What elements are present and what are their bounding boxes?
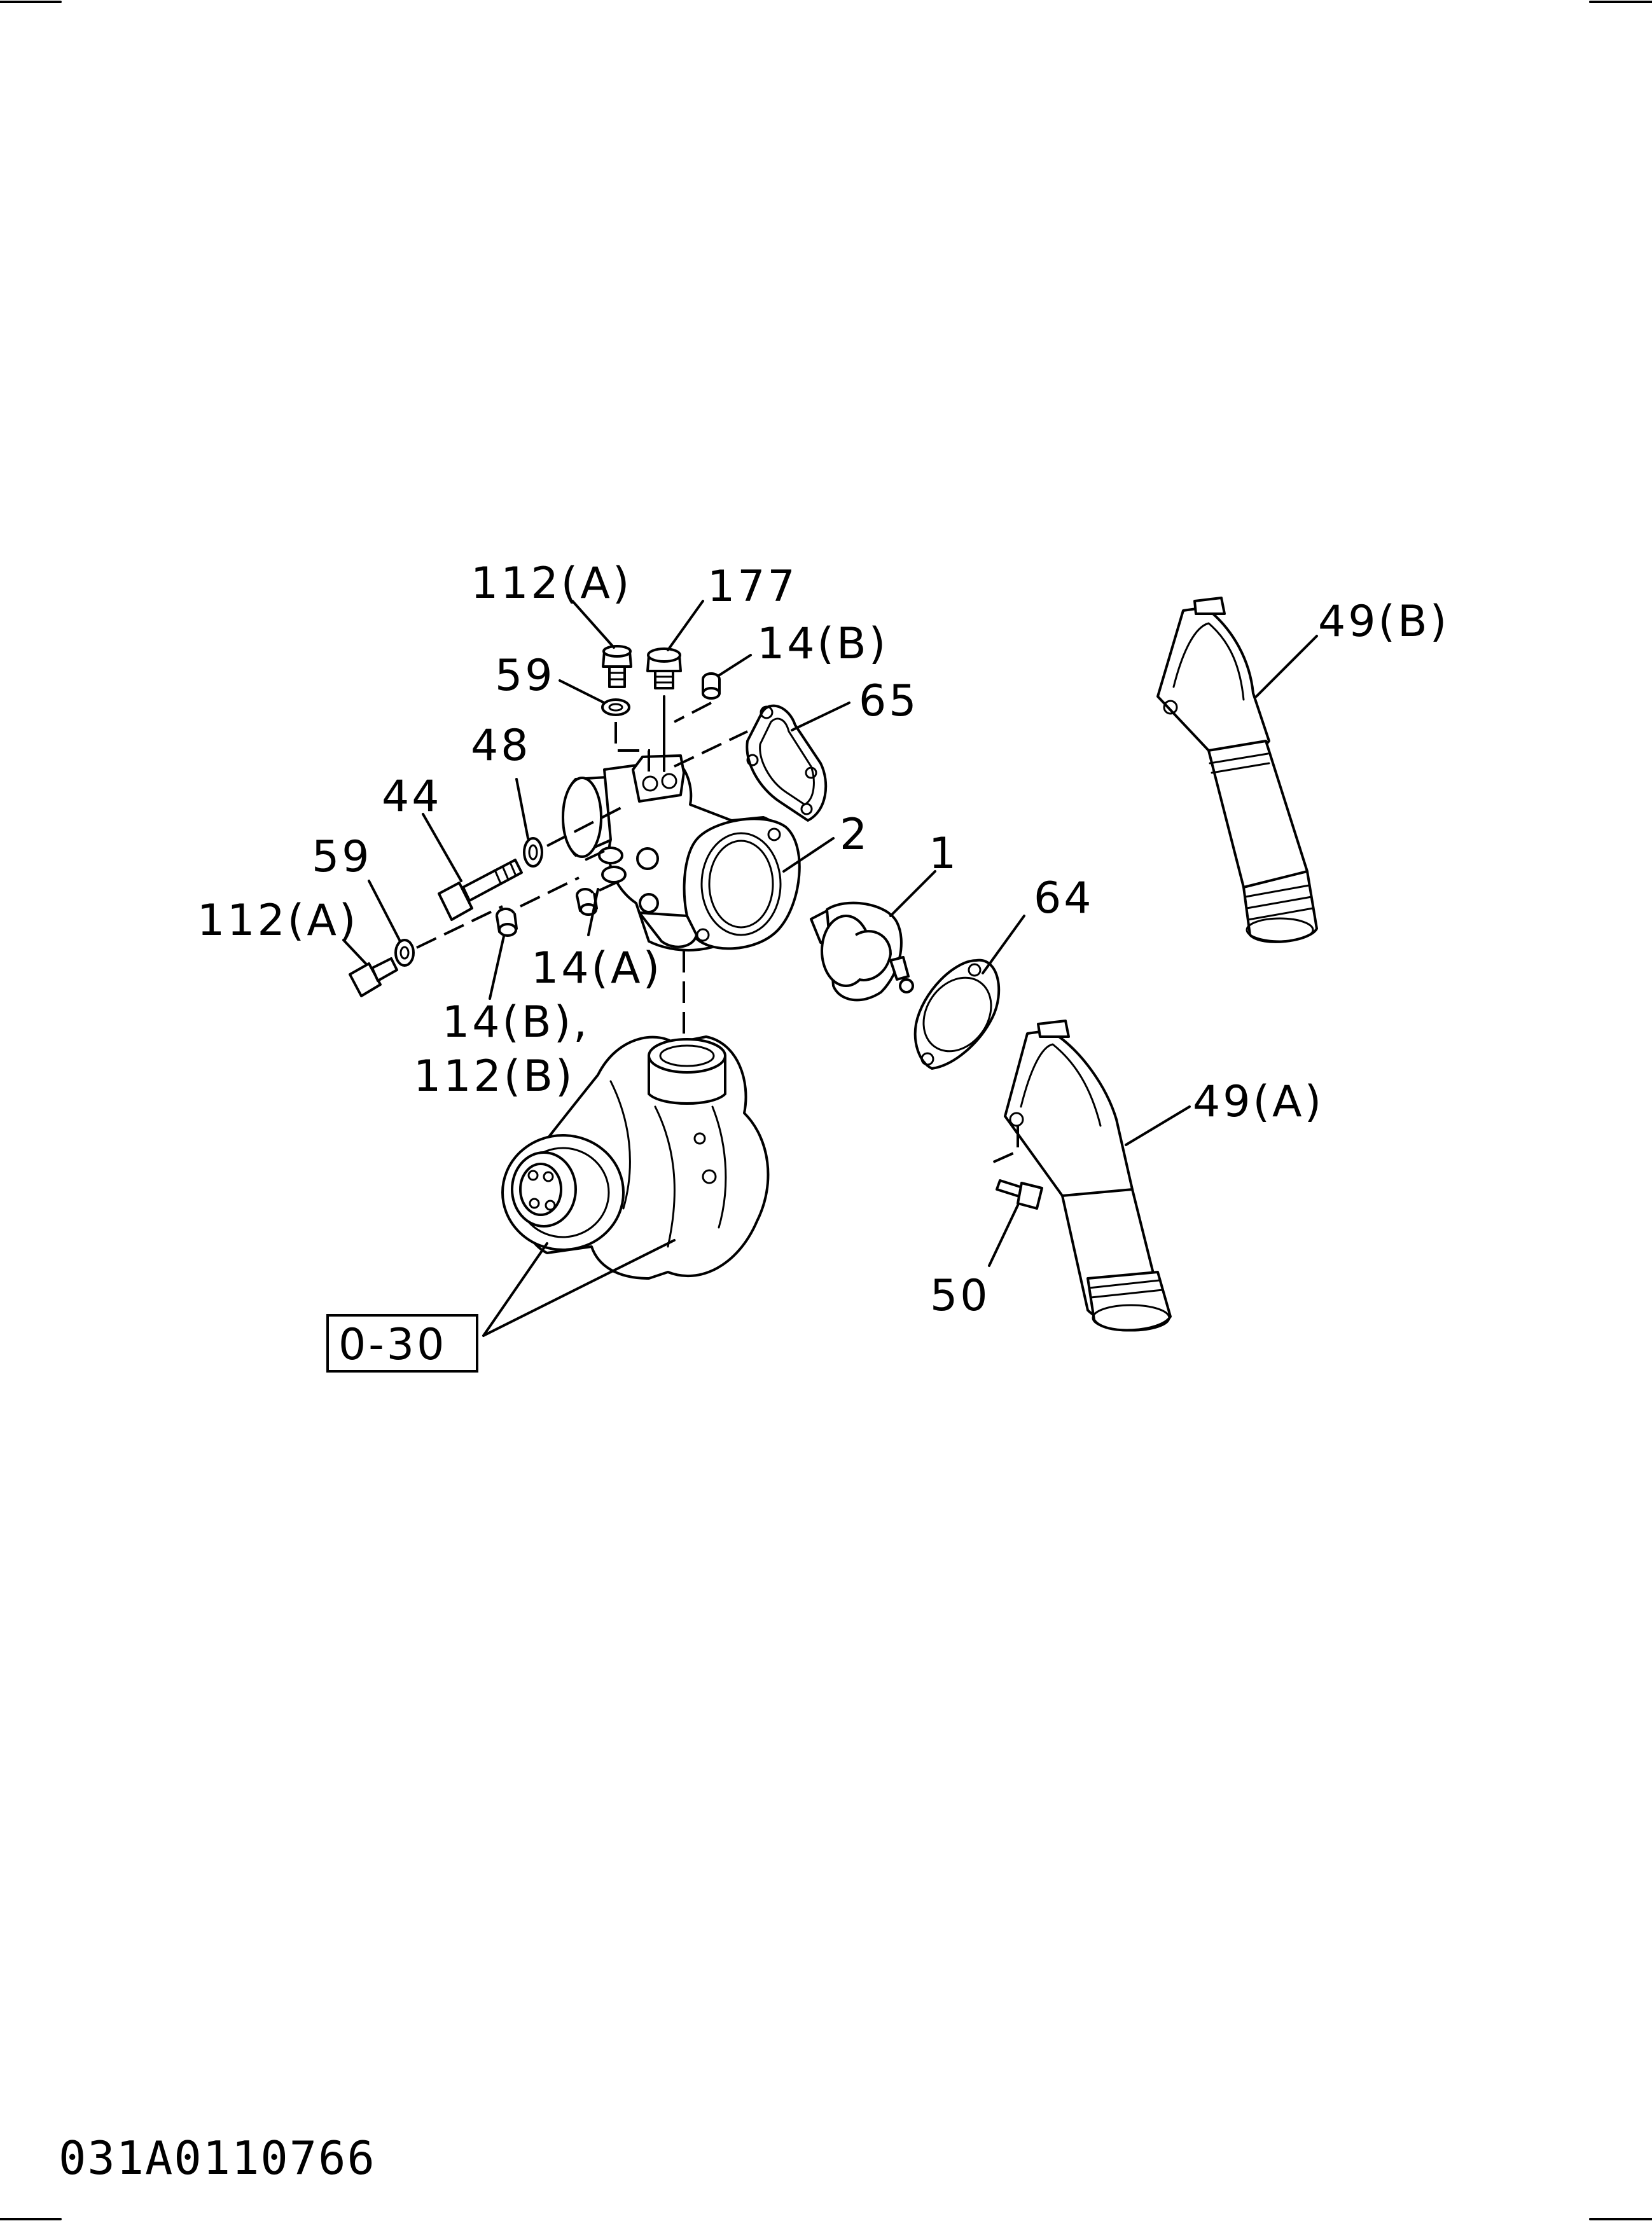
- drawing-code: 031A0110766: [59, 2131, 376, 2185]
- plug-14b-top: [702, 672, 721, 700]
- hose-49b: [1156, 597, 1318, 943]
- leader-59-left: [368, 880, 401, 941]
- leader-49b: [1255, 635, 1318, 698]
- washer-59-left: [394, 939, 415, 967]
- label-64: 64: [1034, 873, 1094, 924]
- plug-14b-lower: [496, 908, 518, 937]
- label-65: 65: [859, 676, 919, 726]
- leader-49a: [1125, 1105, 1191, 1146]
- bolt-44: [438, 859, 523, 921]
- water-pump: [501, 1035, 770, 1280]
- leader-59-top: [559, 679, 606, 704]
- thermostat-housing: [562, 754, 801, 951]
- leader-14b-lower: [489, 935, 505, 1000]
- label-177: 177: [707, 562, 798, 612]
- leader-64: [982, 915, 1025, 974]
- label-2: 2: [840, 810, 870, 860]
- hose-49a: [1004, 1020, 1172, 1332]
- leader-65: [791, 702, 850, 731]
- leader-2: [782, 837, 835, 873]
- label-112a-top: 112(A): [471, 558, 632, 609]
- washer-48: [523, 837, 543, 868]
- leader-1: [889, 870, 936, 917]
- leader-14a: [587, 888, 599, 936]
- leader-50: [988, 1204, 1019, 1267]
- bolt-112a-top: [602, 645, 632, 688]
- ref-box-frame: [326, 1314, 478, 1373]
- label-1: 1: [929, 829, 959, 879]
- label-14b-top: 14(B): [757, 619, 888, 669]
- plug-177: [646, 647, 682, 689]
- label-112a-left: 112(A): [197, 896, 358, 946]
- label-14a: 14(A): [531, 943, 662, 993]
- leader-44: [422, 813, 462, 882]
- leader-177: [667, 600, 704, 651]
- washer-59-top: [601, 698, 630, 716]
- ref-box-label: 0-30: [338, 1320, 447, 1370]
- label-50: 50: [930, 1271, 990, 1321]
- leader-112a-left: [342, 939, 367, 965]
- label-59-top: 59: [495, 651, 555, 701]
- leader-14b-top: [718, 654, 752, 677]
- thermostat: [810, 901, 914, 1002]
- label-49b: 49(B): [1318, 597, 1449, 647]
- gasket-64: [913, 958, 1001, 1070]
- gasket-65: [746, 704, 828, 822]
- leader-48: [515, 778, 529, 840]
- leader-112a-top: [571, 600, 615, 649]
- label-48: 48: [471, 721, 531, 771]
- bolt-112a-left: [349, 957, 398, 997]
- label-14b-lower: 14(B),: [442, 997, 590, 1048]
- label-59-left: 59: [312, 832, 372, 882]
- label-44: 44: [382, 771, 442, 822]
- label-49a: 49(A): [1193, 1077, 1324, 1127]
- bolt-50: [996, 1179, 1043, 1210]
- label-112b: 112(B): [413, 1051, 575, 1102]
